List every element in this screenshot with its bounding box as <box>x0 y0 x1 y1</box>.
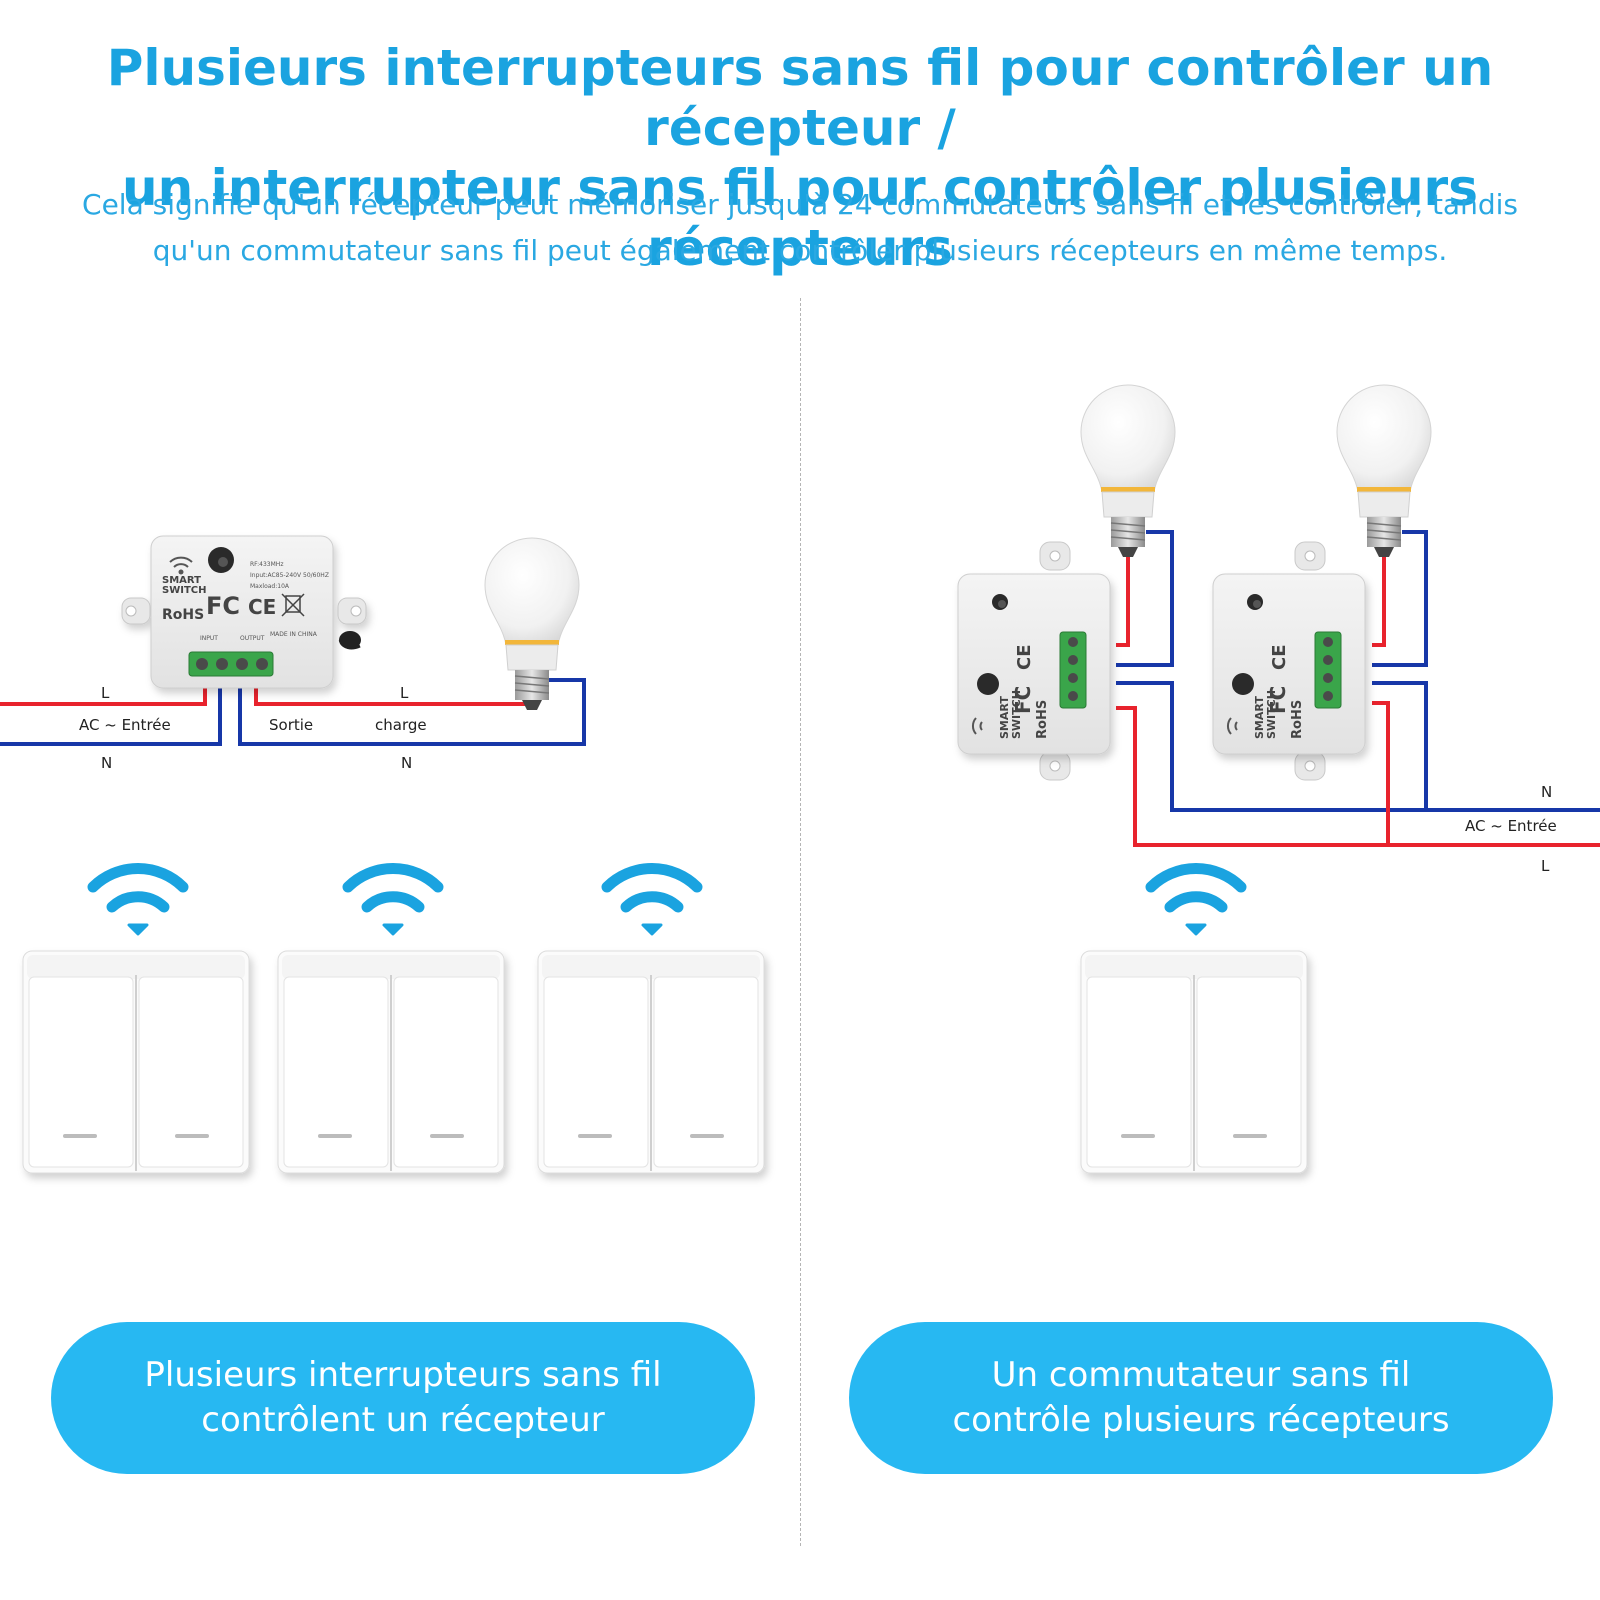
left-receiver-details: SMART SWITCH RoHS FC CE RF:433MHz Input:… <box>162 547 361 677</box>
wifi-icon <box>607 869 697 934</box>
made-in-label: MADE IN CHINA <box>270 631 318 638</box>
output-label: OUTPUT <box>240 635 265 642</box>
caption-right-line-2: contrôle plusieurs récepteurs <box>952 1400 1450 1440</box>
subtitle-line-2: qu'un commutateur sans fil peut égalemen… <box>152 234 1448 267</box>
receiver-1 <box>958 542 1110 780</box>
label-sortie: Sortie <box>269 716 313 734</box>
spec-maxload: Maxload:10A <box>250 583 290 590</box>
label-n-in: N <box>101 754 112 772</box>
wifi-icon <box>348 869 438 934</box>
subtitle-line-1: Cela signifie qu'un récepteur peut mémor… <box>82 188 1518 221</box>
label-ac-in: AC ~ Entrée <box>79 716 171 734</box>
weee-icon <box>281 593 305 617</box>
spec-rf: RF:433MHz <box>250 561 283 568</box>
ce-mark: CE <box>248 595 276 619</box>
page-subtitle: Cela signifie qu'un récepteur peut mémor… <box>0 182 1600 274</box>
left-bulb <box>484 537 580 711</box>
panel-divider <box>800 298 801 1546</box>
page-title: Plusieurs interrupteurs sans fil pour co… <box>0 38 1600 278</box>
right-wiring <box>1116 530 1600 847</box>
receiver-brand-1: SMART <box>162 575 201 586</box>
spec-input: Input:AC85-240V 50/60HZ <box>250 572 329 579</box>
receiver-2 <box>1213 542 1365 780</box>
caption-right-line-1: Un commutateur sans fil <box>991 1355 1411 1395</box>
rohs-mark: RoHS <box>162 607 204 623</box>
left-wiring <box>0 678 586 746</box>
left-wire-labels: L AC ~ Entrée N Sortie charge L N <box>79 684 427 772</box>
wireless-wall-switch[interactable] <box>23 951 249 1173</box>
title-line-1: Plusieurs interrupteurs sans fil pour co… <box>106 39 1494 157</box>
caption-left: Plusieurs interrupteurs sans fil contrôl… <box>51 1322 755 1474</box>
label-ac-in-right: AC ~ Entrée <box>1465 817 1557 835</box>
label-l-in: L <box>101 684 110 702</box>
input-label: INPUT <box>200 635 218 642</box>
caption-right: Un commutateur sans fil contrôle plusieu… <box>849 1322 1553 1474</box>
wireless-wall-switch[interactable] <box>1081 951 1307 1173</box>
caption-left-line-2: contrôlent un récepteur <box>201 1400 605 1440</box>
label-l: L <box>1541 857 1550 875</box>
label-n-out: N <box>401 754 412 772</box>
label-charge: charge <box>375 716 427 734</box>
left-receiver <box>121 535 367 689</box>
label-l-out: L <box>400 684 409 702</box>
wireless-wall-switch[interactable] <box>538 951 764 1173</box>
caption-left-line-1: Plusieurs interrupteurs sans fil <box>144 1355 662 1395</box>
fc-mark: FC <box>206 592 240 620</box>
wifi-icon <box>93 869 183 934</box>
receiver-brand-2: SWITCH <box>162 585 206 596</box>
wireless-wall-switch[interactable] <box>278 951 504 1173</box>
right-wire-labels: N AC ~ Entrée L <box>1465 783 1557 875</box>
label-n: N <box>1541 783 1552 801</box>
title-line-2: un interrupteur sans fil pour contrôler … <box>122 159 1478 277</box>
wifi-icon <box>1151 869 1241 934</box>
